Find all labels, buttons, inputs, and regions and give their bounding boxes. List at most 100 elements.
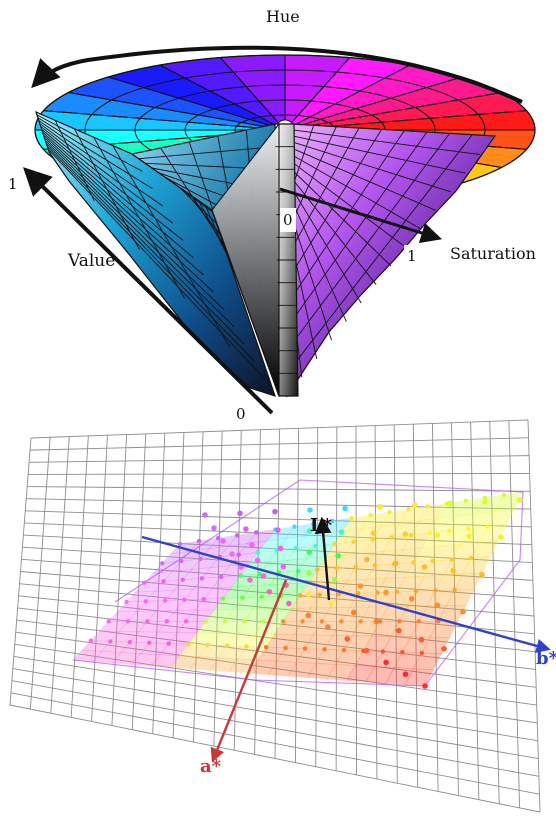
lab-color-point	[383, 589, 389, 596]
left-face-grid-line	[44, 137, 225, 310]
lab-color-point	[317, 592, 322, 597]
lab-color-point	[298, 593, 303, 598]
left-face-grid-line	[46, 145, 255, 362]
lab-color-point	[182, 597, 187, 603]
lab-mesh-cell	[81, 640, 112, 652]
lab-color-point	[406, 507, 411, 512]
lab-color-point	[373, 618, 380, 625]
lab-color-point	[203, 619, 208, 624]
lab-mesh-cell	[365, 563, 395, 580]
lab-color-point	[220, 538, 226, 544]
lab-mesh-cell	[227, 531, 258, 547]
lab-mesh-cell	[209, 657, 239, 672]
lab-mesh-cell	[470, 540, 500, 559]
lab-mesh-cell	[215, 620, 246, 634]
lab-color-point	[498, 534, 504, 540]
left-face-grid-line	[38, 120, 163, 207]
lab-color-point	[466, 533, 472, 539]
lab-mesh-cell	[495, 491, 524, 512]
lab-color-point	[219, 574, 224, 580]
lab-color-space-plot: L* a* b*	[9, 419, 556, 813]
lab-mesh-cell	[459, 526, 489, 545]
lab-color-point	[372, 563, 378, 568]
lab-color-point	[353, 564, 358, 569]
lab-color-point	[358, 619, 363, 624]
lab-grid-line	[30, 419, 529, 439]
lab-color-point	[180, 577, 185, 582]
lab-mesh-cell	[189, 656, 220, 671]
lab-color-point	[261, 619, 266, 624]
lab-color-point	[224, 643, 230, 648]
lab-color-point	[313, 543, 318, 549]
lab-color-point	[159, 561, 165, 566]
lab-color-point	[322, 647, 327, 652]
lab-color-point	[501, 492, 507, 498]
lab-mesh-cell	[230, 573, 261, 588]
lab-color-point	[215, 536, 221, 541]
lab-mesh-cell	[252, 595, 282, 610]
lab-mesh-cell	[332, 620, 362, 637]
purple-grid-line	[289, 134, 466, 174]
lab-color-point	[447, 528, 452, 534]
lab-mesh-cell	[371, 620, 401, 637]
lab-mesh-cell	[475, 494, 505, 514]
lab-color-point	[392, 560, 399, 567]
lab-mesh-cell	[232, 596, 263, 610]
lab-color-point	[292, 524, 297, 529]
lab-mesh-cell	[346, 564, 376, 581]
lab-mesh-cell	[418, 503, 448, 522]
lab-mesh-cell	[267, 547, 297, 563]
lab-color-point	[460, 608, 466, 615]
lab-color-point	[377, 619, 383, 624]
red-axis	[210, 579, 288, 763]
lab-color-point	[344, 636, 351, 642]
lab-grid-line	[30, 437, 529, 451]
lab-mesh-cell	[426, 589, 456, 607]
lab-color-point	[482, 495, 488, 500]
hue-wheel-ray	[159, 64, 286, 131]
lab-mesh-cell	[354, 650, 384, 667]
lab-mesh-cell	[306, 662, 337, 680]
lab-mesh-cell	[246, 529, 277, 545]
lab-color-point	[331, 576, 338, 583]
lab-mesh-cell	[235, 620, 265, 635]
lab-color-point	[412, 502, 418, 508]
lab-color-point	[257, 571, 262, 577]
cutaway-left-grid-line	[138, 146, 276, 160]
lab-mesh-cell	[295, 648, 326, 664]
lab-color-point	[106, 619, 111, 624]
lab-color-point	[161, 579, 166, 584]
lab-color-point	[202, 512, 208, 518]
lab-color-point	[305, 612, 312, 619]
lab-mesh-cell	[269, 570, 299, 586]
lab-color-point	[402, 671, 409, 678]
lab-color-point	[243, 526, 249, 532]
left-face-grid-line	[37, 117, 153, 189]
lab-color-point	[364, 556, 370, 563]
lab-color-point	[408, 596, 415, 602]
lab-color-point	[255, 550, 261, 555]
lab-color-point	[394, 589, 399, 595]
lab-mesh-cell	[437, 604, 467, 622]
lab-color-point	[125, 619, 131, 624]
hue-label: Hue	[266, 7, 300, 26]
lab-mesh-cell	[248, 659, 278, 675]
lab-color-point	[380, 649, 386, 654]
lab-color-point	[328, 600, 335, 607]
lab-mesh-cell	[276, 647, 306, 663]
lab-color-point	[419, 650, 425, 656]
lab-color-point	[387, 510, 392, 515]
purple-grid-line	[290, 129, 481, 156]
lab-mesh-cell	[361, 511, 391, 529]
lab-color-point	[311, 521, 316, 526]
lab-color-point	[162, 598, 168, 603]
purple-grid-line	[287, 145, 436, 211]
lab-color-point	[229, 551, 235, 557]
lab-color-point	[413, 588, 419, 594]
lab-color-point	[389, 535, 395, 540]
lab-color-point	[339, 619, 344, 624]
lab-mesh-cell	[380, 508, 410, 527]
lab-color-point	[336, 591, 342, 597]
lab-color-point	[238, 573, 243, 578]
lab-color-point	[201, 596, 206, 602]
